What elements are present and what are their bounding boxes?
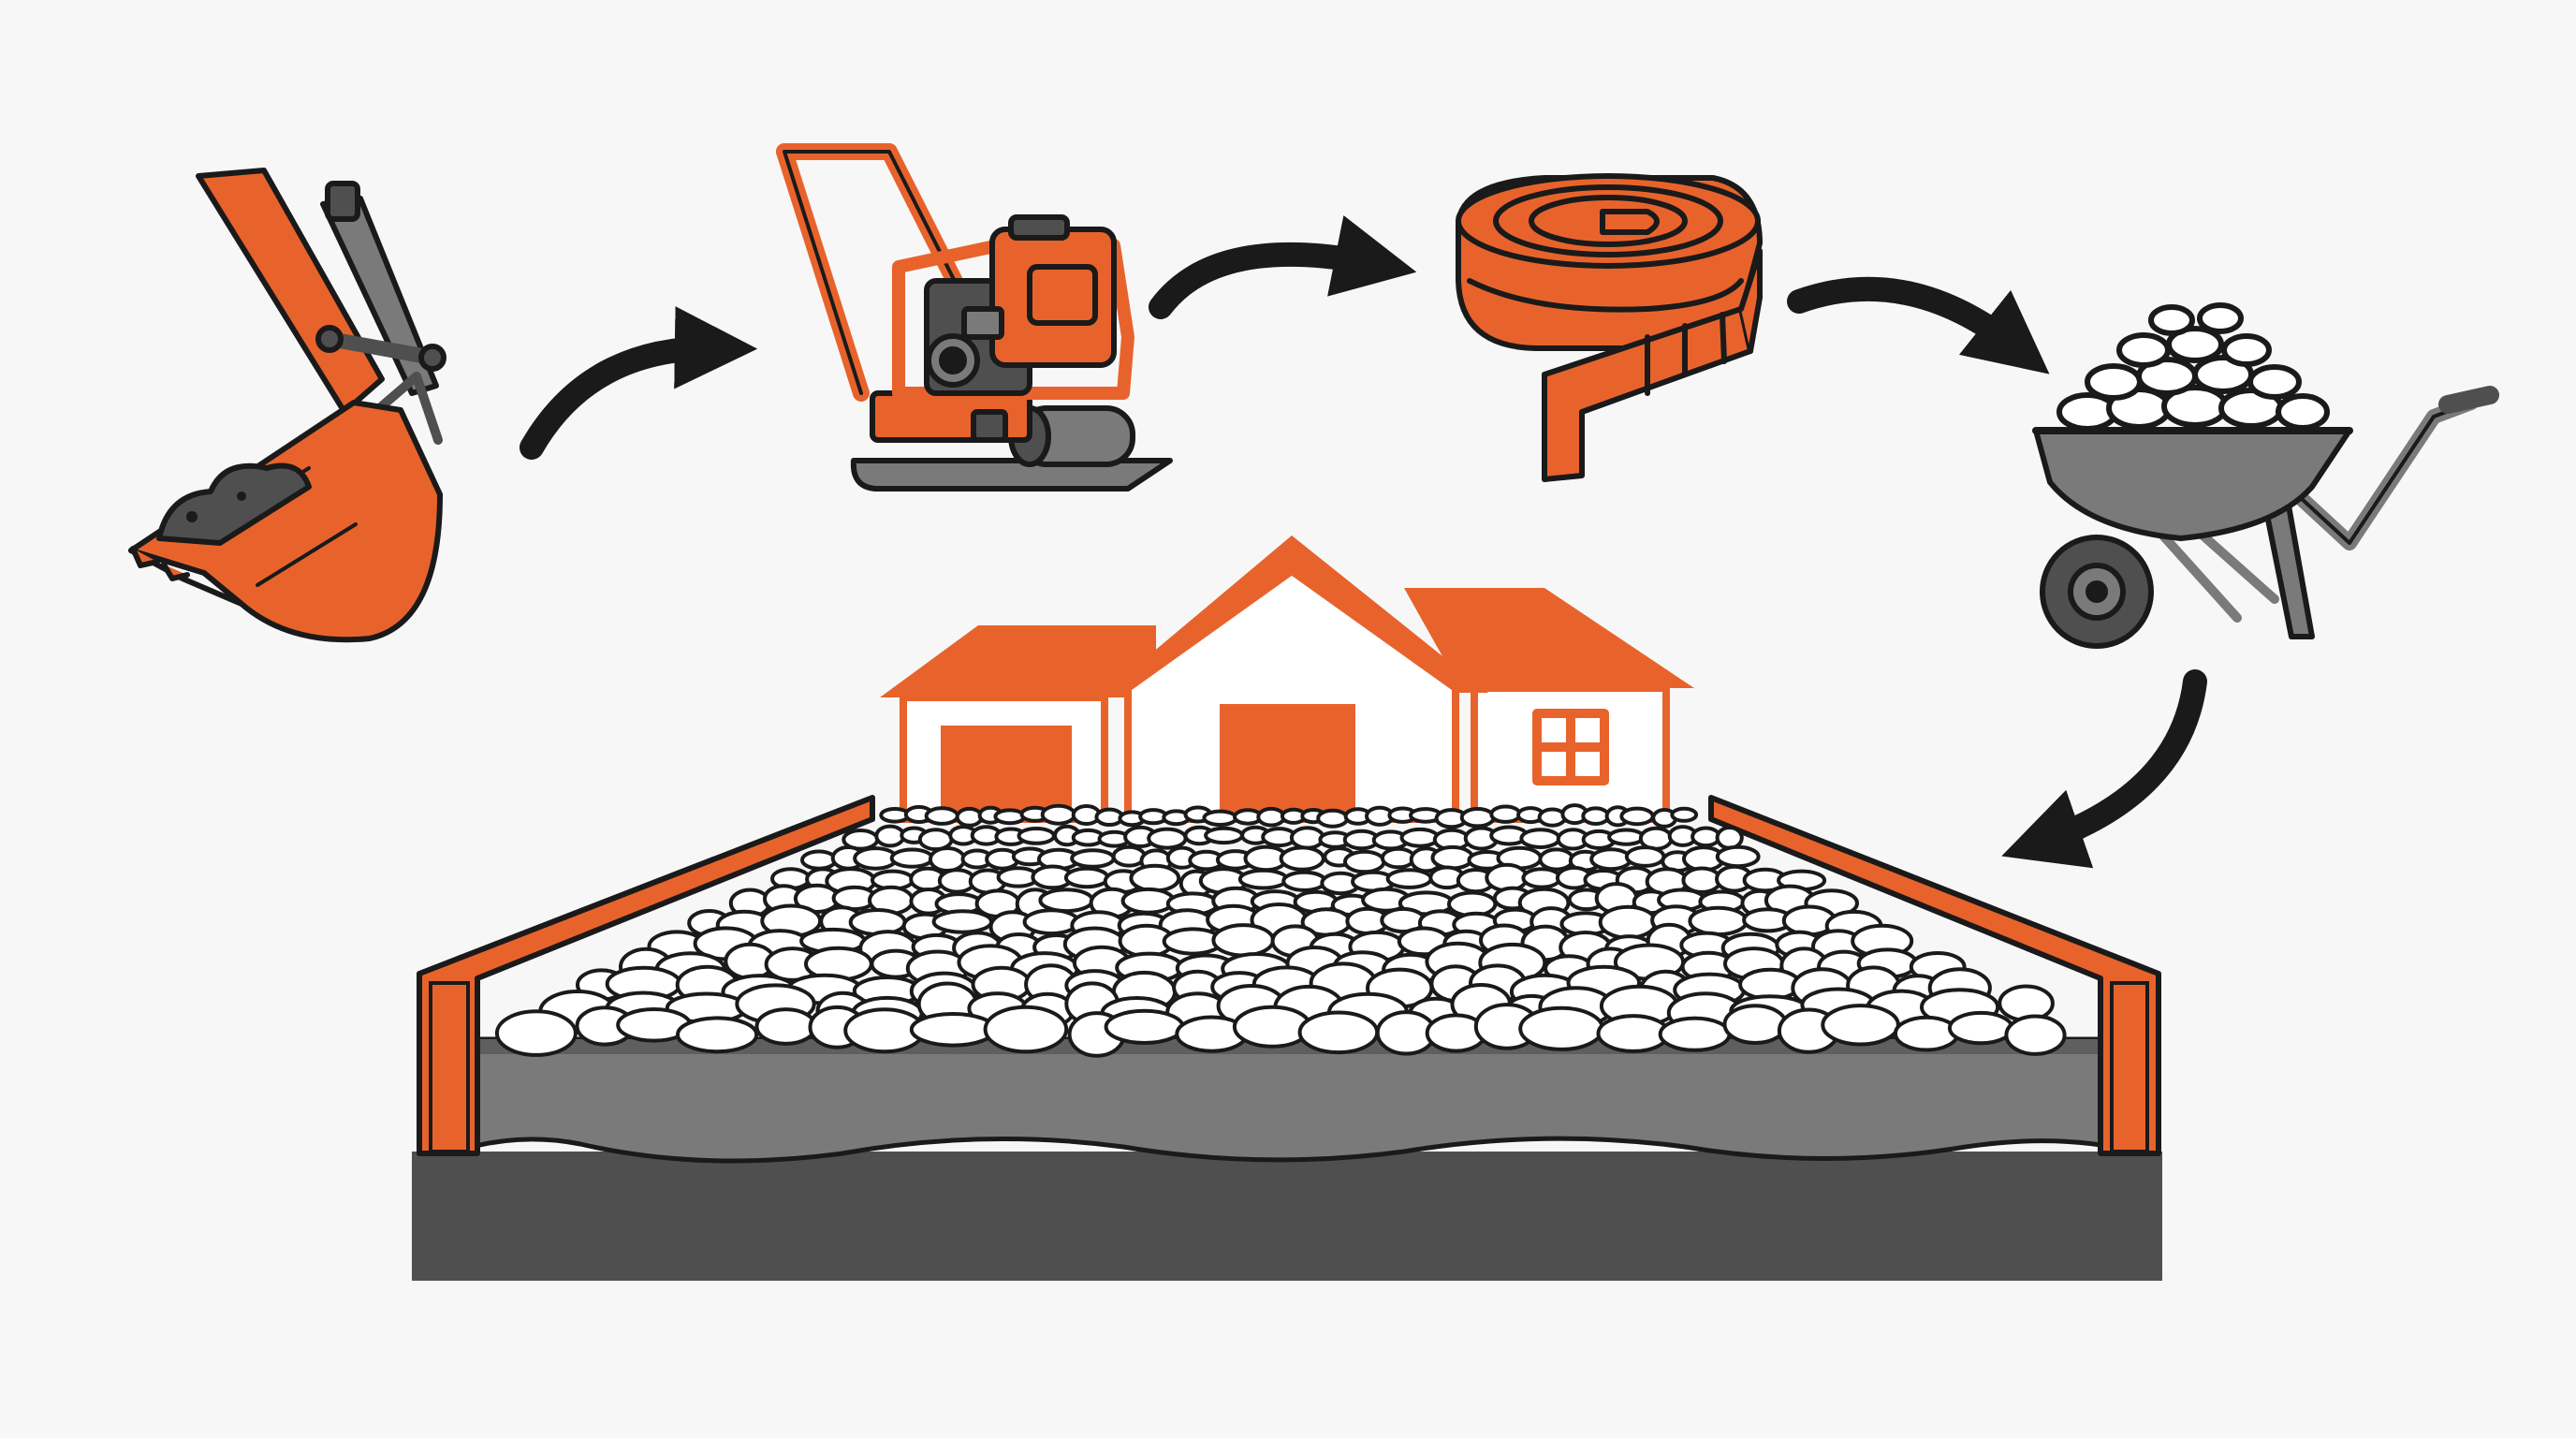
arrow-3-icon	[1787, 276, 2050, 374]
gravel-stone	[1596, 1014, 1671, 1053]
gravel-stone	[800, 849, 838, 871]
wheelbarrow-gravel-icon	[2032, 302, 2499, 649]
house-icon	[880, 536, 1694, 823]
gravel-stone	[955, 806, 984, 828]
gravel-stone	[931, 909, 994, 934]
gravel-stone	[1715, 826, 1744, 850]
gravel-stone	[494, 1009, 578, 1057]
gravel-stone	[1022, 908, 1080, 936]
gravel-stone	[993, 808, 1027, 826]
gravel-stone	[1256, 806, 1286, 828]
gravel-stone	[1281, 870, 1327, 892]
gravel-stone	[1607, 828, 1646, 846]
gravel-stone	[1670, 806, 1699, 823]
gravel-stone	[1147, 827, 1188, 850]
gravel-stone	[1459, 807, 1496, 829]
gravel-stone	[1017, 827, 1056, 845]
gravel-stone	[874, 824, 906, 848]
gravel-stone	[1430, 844, 1475, 871]
gravel-layer	[494, 803, 2067, 1058]
gravel-stone	[1343, 849, 1386, 874]
gravel-stone	[983, 1005, 1069, 1054]
plate-compactor-icon	[776, 143, 1173, 492]
gravel-stone	[1489, 804, 1522, 824]
gravel-stone	[1619, 806, 1655, 827]
gravel-stone	[928, 846, 967, 873]
gravel-stone	[1399, 827, 1441, 848]
gravel-stone	[1070, 848, 1116, 869]
gravel-stone	[1040, 803, 1076, 826]
gravel-stone	[2004, 1014, 2067, 1056]
gravel-stone	[1598, 904, 1658, 940]
gravel-stone	[1202, 809, 1238, 827]
gravel-stone	[1658, 1016, 1732, 1052]
gravel-stone	[924, 806, 959, 826]
gravel-stone	[1589, 847, 1632, 872]
edging-roll-icon	[1456, 173, 1763, 482]
gravel-stone	[1063, 866, 1110, 889]
gravel-stone	[1204, 826, 1244, 845]
finished-gravel-driveway-icon	[412, 536, 2162, 1281]
gravel-stone	[1120, 887, 1176, 915]
arrow-4-icon	[2001, 669, 2207, 869]
gravel-stone	[1316, 808, 1350, 829]
gravel-stone	[1289, 826, 1325, 850]
gravel-stone	[676, 1016, 759, 1054]
gravel-stone	[1129, 863, 1181, 893]
gravel-stone	[1380, 846, 1416, 870]
gravel-stone	[1722, 1004, 1788, 1045]
gravel-stone	[1232, 1005, 1312, 1049]
gravel-stone	[1385, 868, 1433, 889]
gravel-stone	[1104, 1008, 1185, 1046]
gravel-stone	[909, 1012, 997, 1048]
gravel-stone	[1998, 984, 2055, 1022]
gravel-stone	[1518, 1005, 1604, 1051]
gravel-stone	[1237, 868, 1289, 890]
gravel-stone	[1581, 806, 1611, 827]
gravel-stone	[754, 1007, 817, 1046]
gravel-stone	[1297, 1010, 1380, 1055]
gravel-stone	[1821, 1004, 1900, 1047]
gravel-stone	[1947, 1010, 2014, 1046]
gravel-stone	[917, 828, 954, 852]
gravel-stone	[1485, 862, 1530, 893]
gravel-stone	[1211, 923, 1275, 958]
gravel-stone	[889, 847, 934, 869]
excavator-bucket-icon	[128, 168, 446, 643]
gravel-stone	[1688, 905, 1749, 937]
gravel-stone	[1519, 828, 1561, 849]
gravel-stone	[1624, 845, 1666, 868]
gravel-stone	[1038, 888, 1094, 914]
gravel-stone	[1279, 845, 1325, 872]
gravel-stone	[1715, 844, 1761, 869]
gravel-stone	[1690, 826, 1721, 848]
gravel-stone	[1538, 847, 1575, 872]
arrow-1-icon	[520, 306, 758, 460]
gravel-stone	[1521, 867, 1562, 889]
arrow-2-icon	[1149, 214, 1417, 319]
gravel-stone	[1893, 1015, 1960, 1052]
